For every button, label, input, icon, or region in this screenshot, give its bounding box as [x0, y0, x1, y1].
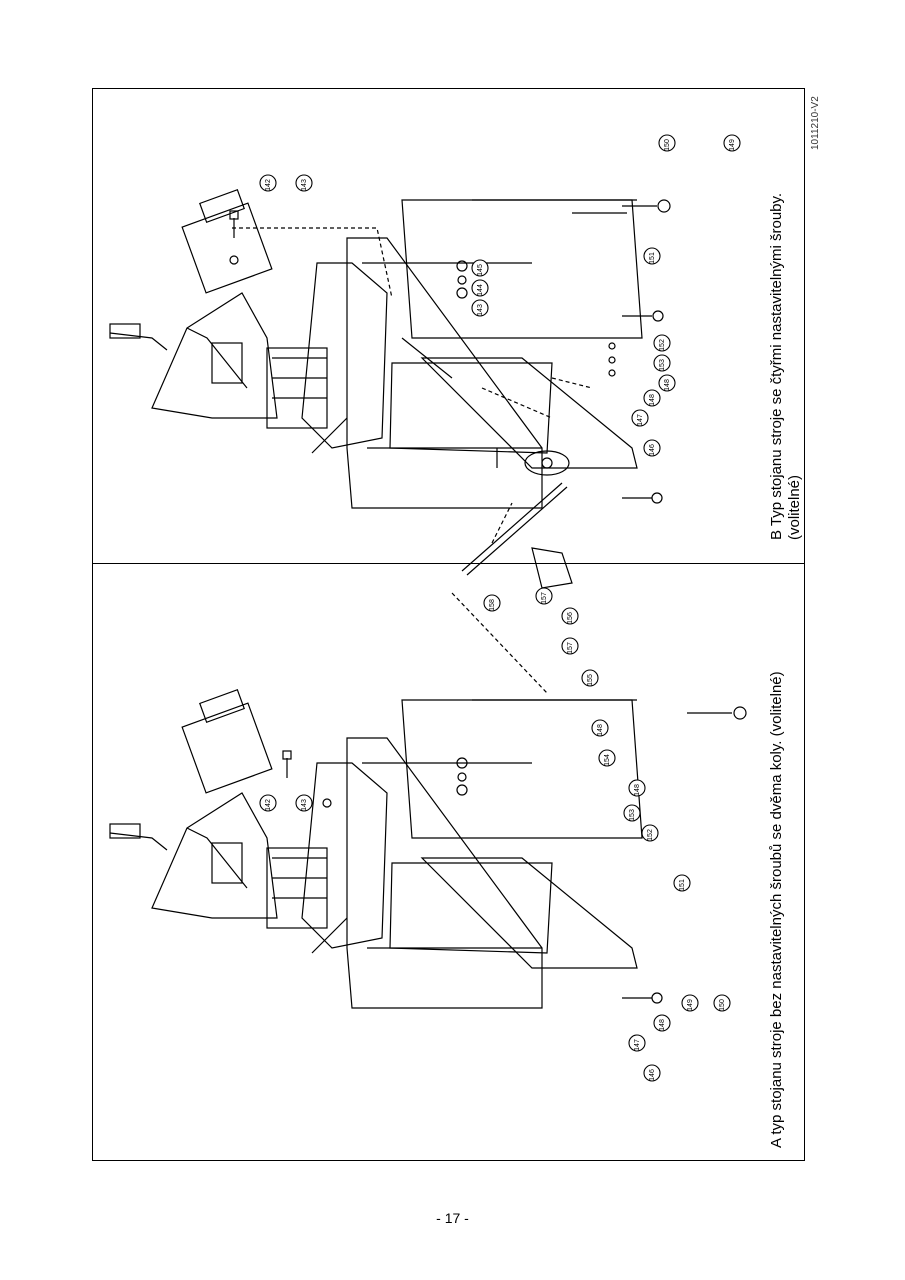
part-label: 147: [637, 414, 644, 426]
part-label: 149: [687, 999, 694, 1011]
part-label: 155: [587, 674, 594, 686]
page-number: - 17 -: [436, 1210, 469, 1226]
part-label: 148: [664, 379, 671, 391]
part-label: 153: [629, 809, 636, 821]
part-label: 147: [634, 1039, 641, 1051]
part-label: 144: [477, 284, 484, 296]
caption-b: B Typ stojanu stroje se čtyřmi nastavite…: [768, 193, 804, 540]
part-label: 145: [477, 264, 484, 276]
part-label: 152: [659, 339, 666, 351]
panel-divider: [92, 563, 805, 564]
panel-b-labels: [259, 134, 741, 457]
part-label: 153: [659, 359, 666, 371]
part-label: 158: [489, 599, 496, 611]
panel-a-labels: [259, 587, 731, 1082]
part-label: 143: [301, 799, 308, 811]
part-label: 148: [659, 1019, 666, 1031]
panel-b-drawing: [109, 188, 671, 509]
part-label: 157: [541, 592, 548, 604]
part-label: 154: [604, 754, 611, 766]
part-label: 156: [567, 612, 574, 624]
part-label: 148: [597, 724, 604, 736]
part-label: 143: [477, 304, 484, 316]
part-label: 142: [265, 799, 272, 811]
part-label: 143: [301, 179, 308, 191]
part-label: 142: [265, 179, 272, 191]
part-label: 146: [649, 444, 656, 456]
caption-a: A typ stojanu stroje bez nastavitelných …: [768, 671, 785, 1148]
caption-b-line1: B Typ stojanu stroje se čtyřmi nastavite…: [768, 192, 785, 540]
part-label: 148: [634, 784, 641, 796]
part-label: 157: [567, 642, 574, 654]
document-code: 1011210-V2: [810, 96, 821, 150]
page-frame: [92, 88, 805, 1161]
panel-a-drawing: [109, 448, 747, 1009]
caption-b-line2: (volitelné): [786, 474, 803, 540]
part-label: 150: [664, 139, 671, 151]
part-label: 152: [647, 829, 654, 841]
part-label: 151: [679, 879, 686, 891]
part-label: 151: [649, 252, 656, 264]
exploded-view-drawings: 142 143 149 150 143 144 145 151 152 153 …: [109, 134, 747, 1082]
part-label: 148: [649, 394, 656, 406]
part-label: 150: [719, 999, 726, 1011]
part-label: 146: [649, 1069, 656, 1081]
part-label: 149: [729, 139, 736, 151]
